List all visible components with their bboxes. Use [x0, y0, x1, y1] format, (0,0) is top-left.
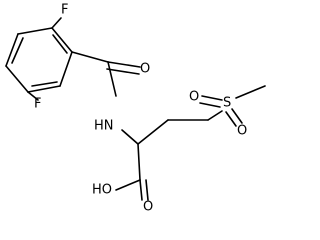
bond-c-o-acid-1	[139, 179, 143, 201]
bond-c-o-double-1	[107, 61, 141, 68]
bond-c-oh	[115, 179, 141, 191]
atom-sulfonyl-oxygen-left: O	[189, 90, 199, 105]
atom-f-top: F	[61, 3, 68, 18]
bond-ring-carbonyl	[71, 51, 109, 63]
bond-c-f-bottom	[27, 91, 39, 101]
molecule-structure: F F O HN S O O HO O	[5, 3, 266, 215]
atom-nh: HN	[94, 119, 114, 134]
atom-acid-oxygen: O	[143, 200, 153, 215]
bond-s-methyl	[235, 85, 266, 99]
atom-f-bottom: F	[34, 97, 41, 112]
bond-s-o-left-1	[201, 95, 223, 101]
bond-c-f-top	[51, 17, 62, 29]
bond-s-o-bottom-2	[231, 108, 243, 124]
bond-ch2-s	[207, 110, 223, 121]
bond-s-o-bottom-1	[225, 111, 237, 127]
benzene-ring	[5, 27, 73, 93]
bond-s-o-left-2	[199, 102, 221, 108]
atom-sulfur: S	[223, 96, 231, 111]
atom-carbonyl-oxygen: O	[140, 62, 150, 77]
bond-c-o-acid-2	[145, 179, 149, 201]
bond-alpha-cooh	[137, 143, 141, 181]
atom-hydroxyl: HO	[92, 183, 112, 198]
bond-alpha-ch2	[137, 119, 169, 145]
atom-sulfonyl-oxygen-bottom: O	[237, 124, 247, 139]
bond-c-o-double-2	[106, 68, 140, 75]
bond-n-alpha	[121, 129, 139, 145]
bond-carbonyl-n	[107, 61, 117, 97]
